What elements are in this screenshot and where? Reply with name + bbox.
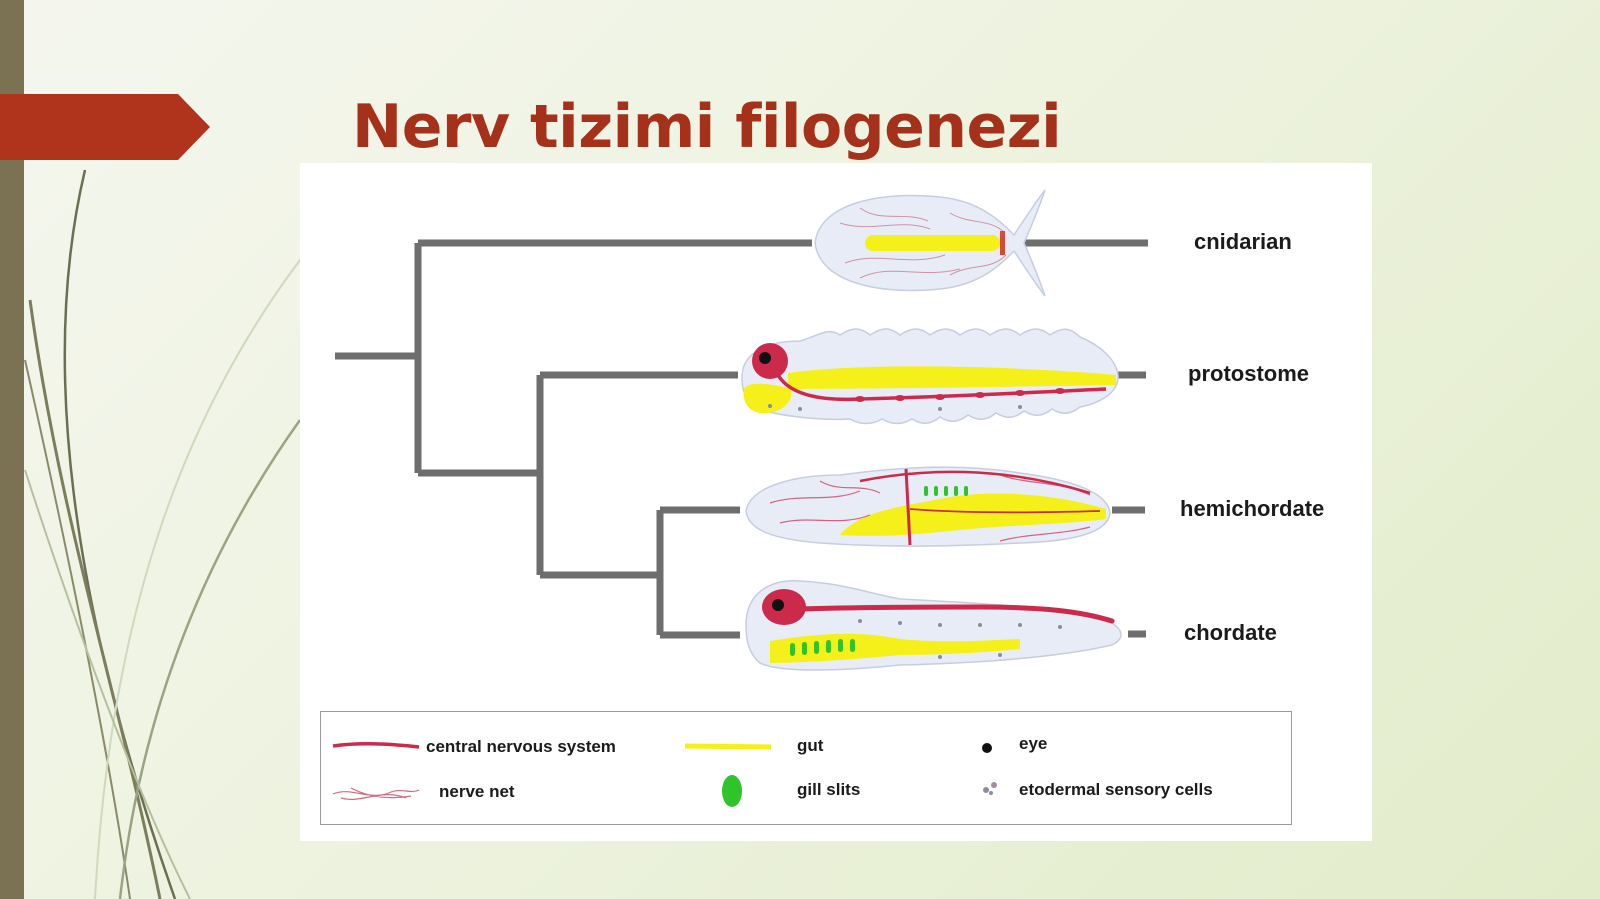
legend-label-eye: eye [1019,734,1048,753]
protostome-illustration [741,328,1119,425]
decorative-swooshes [24,169,302,899]
legend-label-cns: central nervous system [426,737,616,756]
hemichordate-illustration [745,466,1111,547]
taxon-label-cnidarian: cnidarian [1194,229,1292,254]
sensory-dots-icon [983,782,997,795]
cnidarian-illustration [814,189,1046,297]
legend: central nervous system gut eye nerve net… [320,711,1292,825]
nerve-net-icon [332,787,420,800]
phylogeny-figure: cnidarian protostome hemichordate chorda… [300,163,1372,841]
legend-label-sensory-cells: etodermal sensory cells [1019,780,1213,799]
slide-title: Nerv tizimi filogenezi [352,92,1062,162]
legend-label-nerve-net: nerve net [439,782,515,801]
chordate-illustration [745,580,1122,671]
green-oval-icon [722,775,742,807]
title-arrow-shape [0,94,210,160]
tree-branches [335,239,1148,639]
red-line-icon [332,742,420,749]
phylogenetic-tree [335,189,1148,671]
taxon-label-protostome: protostome [1188,361,1309,386]
legend-label-gut: gut [797,736,824,755]
yellow-line-icon [684,743,772,750]
legend-label-gill-slits: gill slits [797,780,861,799]
taxon-label-chordate: chordate [1184,620,1277,645]
black-dot-icon [982,743,992,753]
taxon-label-hemichordate: hemichordate [1180,496,1325,521]
